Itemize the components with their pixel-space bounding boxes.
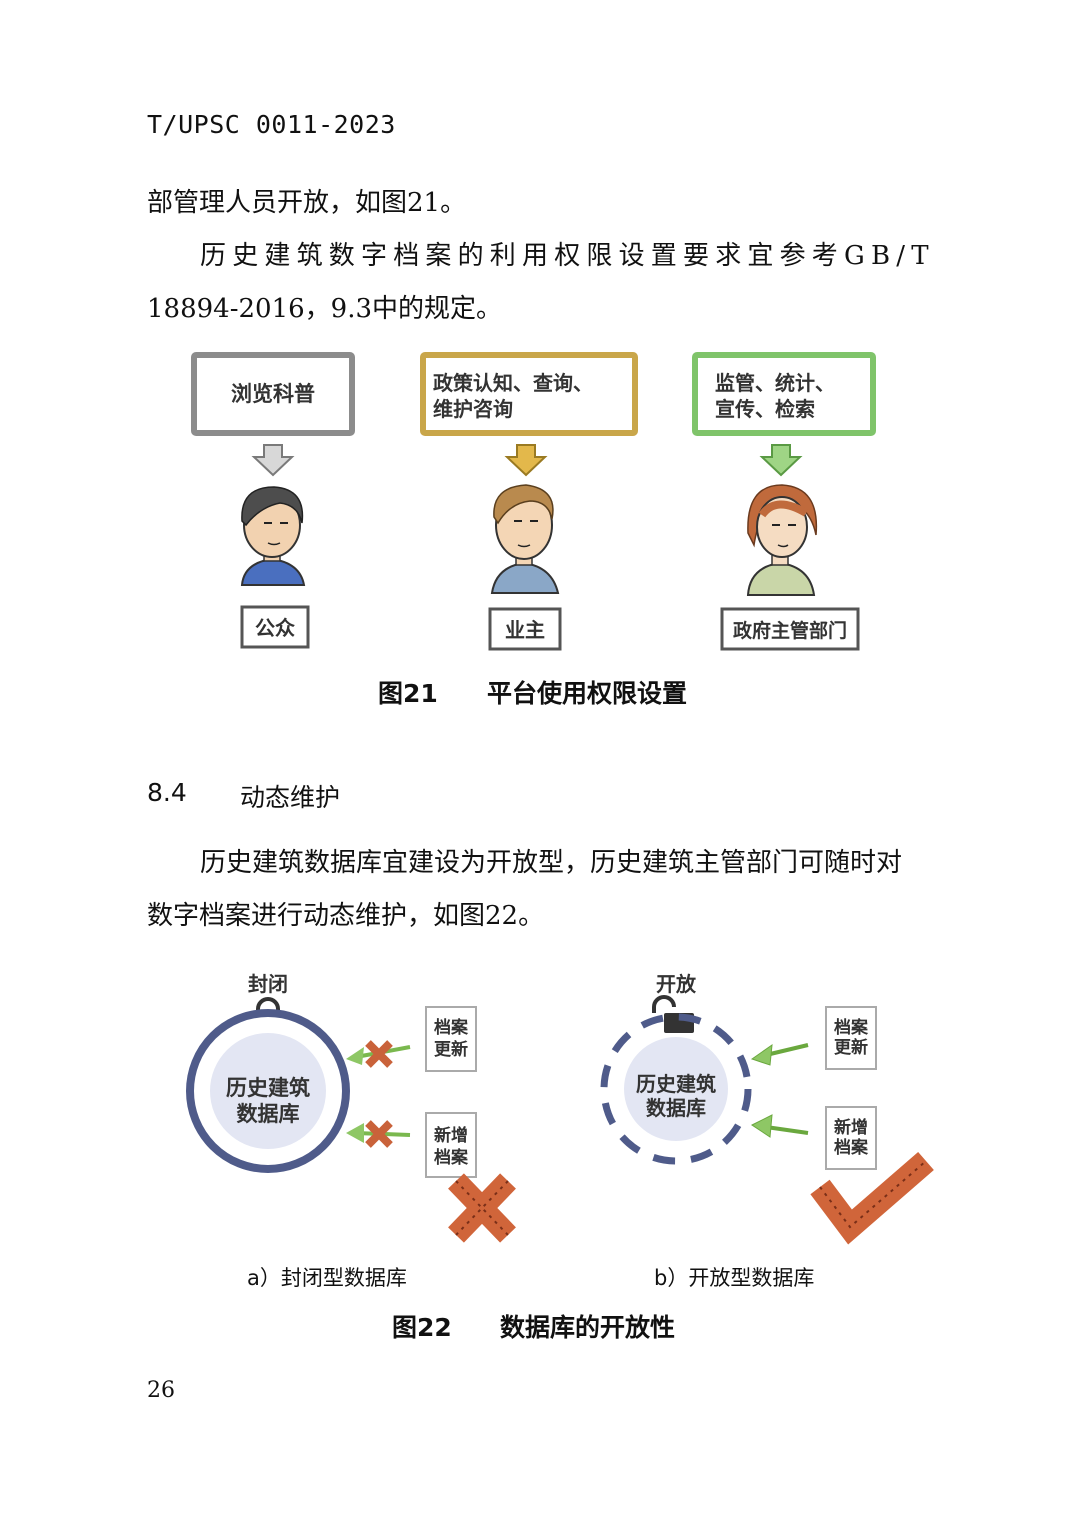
- page-number: 26: [147, 1378, 175, 1403]
- government-person-avatar: [746, 484, 818, 596]
- svg-text:业主: 业主: [505, 618, 545, 642]
- permission-box-government: 监管、统计、 宣传、检索: [692, 352, 876, 436]
- figure-21-caption-number: 图21: [378, 679, 438, 708]
- svg-text:政府主管部门: 政府主管部门: [733, 619, 847, 642]
- permission-box-text: 监管、统计、: [715, 371, 835, 395]
- paragraph-line: 部管理人员开放，如图21。: [147, 188, 467, 218]
- section-number: 8.4: [147, 778, 187, 807]
- figure-22-database-openness: 封闭 历史建筑 数据库 档案 更新 新增 档案 开放 历史建筑: [186, 972, 934, 1245]
- open-database-core: [624, 1037, 728, 1141]
- down-arrow-icon: [251, 444, 295, 477]
- figure-22-caption-title: 数据库的开放性: [500, 1313, 676, 1342]
- svg-text:历史建筑: 历史建筑: [226, 1076, 310, 1100]
- document-card: 新增 档案: [825, 1106, 877, 1170]
- role-label-government: 政府主管部门: [720, 607, 860, 651]
- svg-text:更新: 更新: [834, 1037, 868, 1058]
- open-label: 开放: [656, 972, 697, 996]
- svg-text:档案: 档案: [434, 1147, 469, 1168]
- paragraph-line: 数字档案进行动态维护，如图22。: [147, 901, 545, 931]
- permission-box-text: 浏览科普: [231, 382, 315, 406]
- svg-text:新增: 新增: [834, 1117, 868, 1138]
- section-title: 动态维护: [240, 783, 341, 812]
- role-label-public: 公众: [240, 605, 310, 649]
- public-person-avatar: [240, 486, 306, 586]
- down-arrow-icon: [759, 444, 803, 477]
- open-database-ring: [600, 1013, 752, 1165]
- document-card: 档案 更新: [425, 1006, 477, 1072]
- svg-text:更新: 更新: [434, 1039, 468, 1060]
- svg-text:新增: 新增: [434, 1125, 468, 1146]
- figure-22b-subcaption: b）开放型数据库: [654, 1266, 815, 1290]
- document-card: 新增 档案: [425, 1112, 477, 1178]
- permission-box-text: 政策认知、查询、: [433, 371, 593, 395]
- svg-text:公众: 公众: [255, 616, 295, 640]
- svg-text:档案: 档案: [834, 1017, 869, 1038]
- big-check-icon: [810, 1151, 934, 1245]
- inbound-arrow-icon: [750, 1043, 809, 1066]
- permission-box-text: 维护咨询: [433, 397, 513, 421]
- paragraph-line: 历史建筑数据库宜建设为开放型，历史建筑主管部门可随时对: [200, 848, 903, 878]
- closed-database-core: [210, 1033, 326, 1149]
- paragraph-line: 18894-2016，9.3中的规定。: [147, 294, 503, 324]
- permission-box-public: 浏览科普: [191, 352, 355, 436]
- figure-22a-subcaption: a）封闭型数据库: [247, 1266, 407, 1290]
- inbound-arrow-icon: [751, 1114, 809, 1138]
- svg-text:档案: 档案: [834, 1137, 869, 1158]
- blocked-arrow-icon: [346, 1120, 411, 1148]
- down-arrow-icon: [504, 444, 548, 477]
- svg-text:数据库: 数据库: [646, 1096, 706, 1120]
- svg-text:数据库: 数据库: [237, 1102, 300, 1126]
- blocked-arrow-icon: [346, 1040, 411, 1068]
- figure-22-caption-number: 图22: [392, 1313, 452, 1342]
- closed-label: 封闭: [248, 972, 288, 996]
- figure-21-caption-title: 平台使用权限设置: [487, 679, 688, 708]
- owner-person-avatar: [490, 484, 560, 594]
- figure-21-permissions: 浏览科普 政策认知、查询、 维护咨询 监管、统计、 宣传、检索: [191, 352, 876, 651]
- paragraph-line: 历史建筑数字档案的利用权限设置要求宜参考GB/T: [200, 241, 935, 271]
- big-cross-icon: [448, 1173, 516, 1243]
- permission-box-text: 宣传、检索: [715, 397, 815, 421]
- svg-text:历史建筑: 历史建筑: [636, 1072, 716, 1096]
- document-code-header: T/UPSC 0011-2023: [147, 110, 396, 139]
- svg-text:档案: 档案: [434, 1017, 469, 1038]
- document-card: 档案 更新: [825, 1006, 877, 1070]
- role-label-owner: 业主: [488, 607, 562, 651]
- permission-box-owner: 政策认知、查询、 维护咨询: [420, 352, 638, 436]
